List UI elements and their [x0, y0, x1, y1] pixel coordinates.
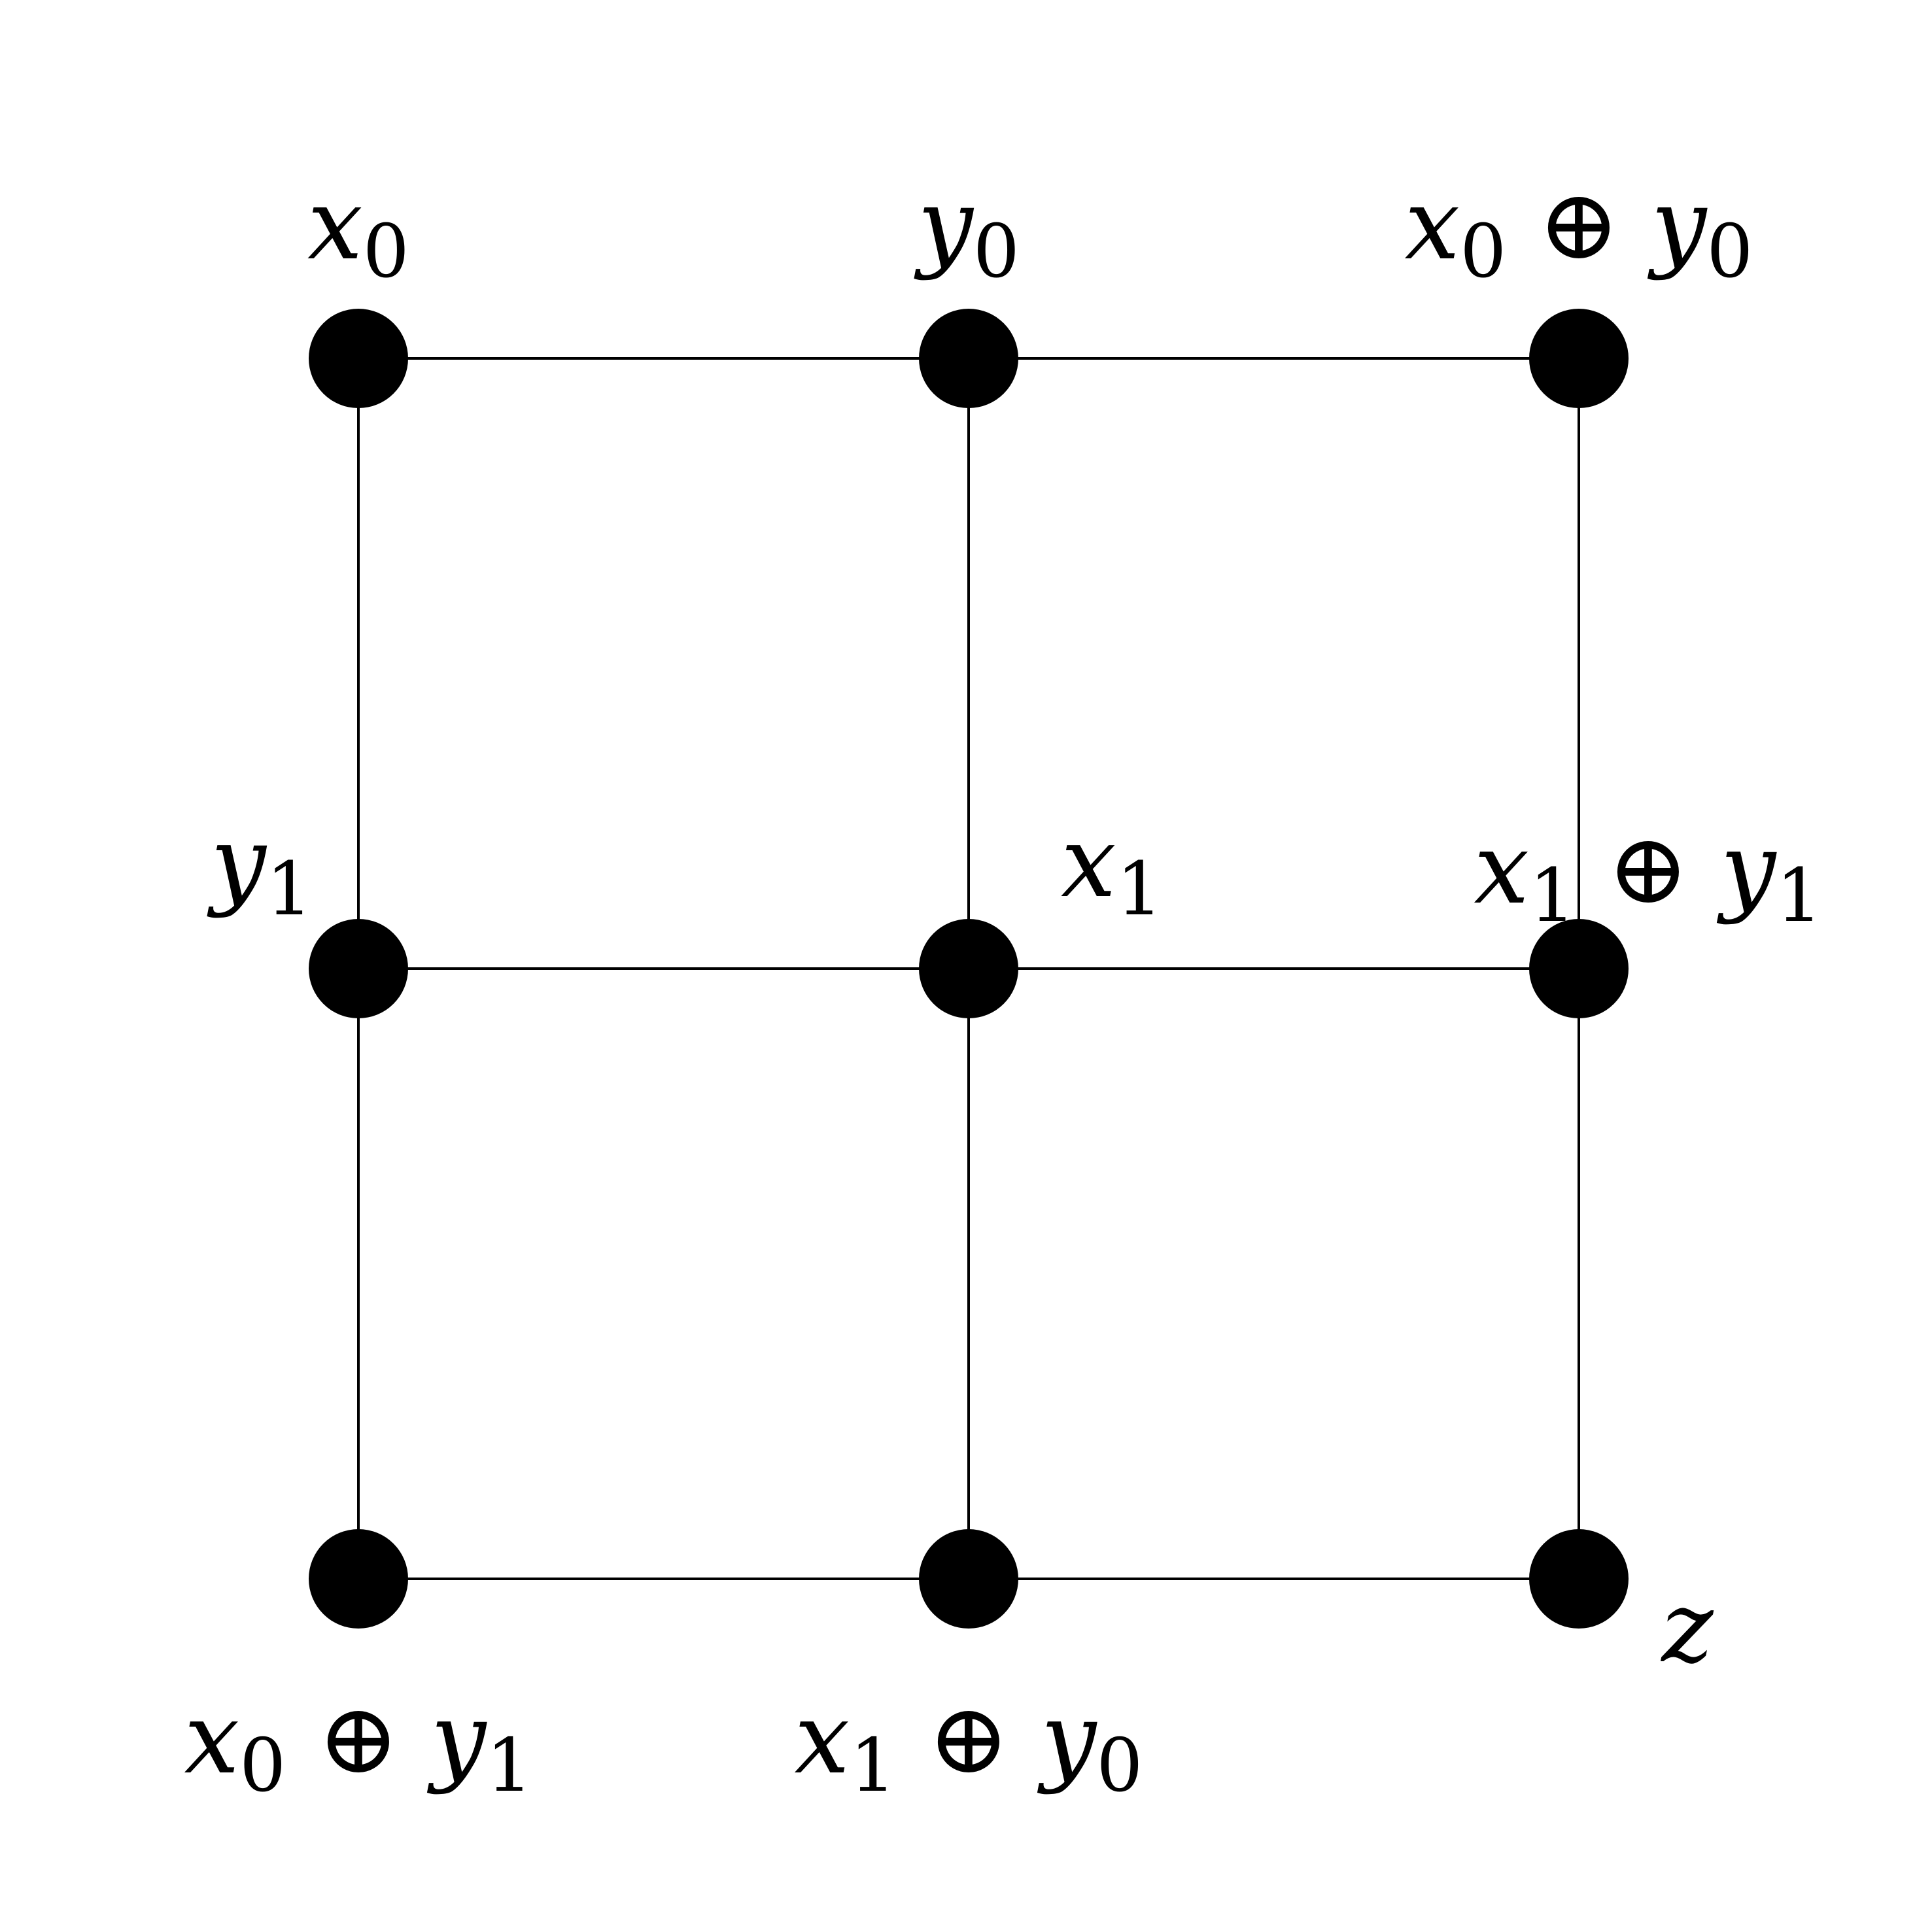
label-part: x: [1061, 806, 1116, 920]
label-part: x: [795, 1682, 850, 1796]
label-n12: x1 ⊕ y1: [1474, 812, 1823, 939]
label-part: x: [307, 168, 363, 282]
label-part: 0: [973, 209, 1020, 294]
node-n02: [1529, 309, 1629, 408]
label-part: 1: [486, 1723, 532, 1808]
node-n01: [919, 309, 1018, 408]
label-n02: x0 ⊕ y0: [1405, 168, 1753, 294]
label-part: x: [1474, 812, 1530, 926]
label-part: 0: [1096, 1723, 1143, 1808]
label-part: 0: [239, 1723, 286, 1808]
label-part: y: [426, 1682, 487, 1796]
label-part: x: [1405, 168, 1460, 282]
node-n21: [919, 1529, 1018, 1629]
label-part: ⊕: [1506, 168, 1651, 282]
label-n11: x1: [1061, 806, 1163, 932]
label-part: ⊕: [1576, 812, 1720, 926]
graph-nodes: [309, 309, 1629, 1629]
label-n00: x0: [307, 168, 409, 294]
label-part: 1: [1529, 854, 1576, 939]
node-n20: [309, 1529, 408, 1629]
label-part: ⊕: [286, 1682, 430, 1796]
label-part: 0: [1706, 209, 1753, 294]
label-part: y: [207, 806, 267, 920]
node-n00: [309, 309, 408, 408]
label-part: z: [1660, 1571, 1714, 1685]
label-n10: y1: [207, 806, 313, 932]
label-part: x: [184, 1682, 240, 1796]
label-part: y: [1647, 168, 1708, 282]
label-part: 1: [1776, 854, 1822, 939]
label-part: y: [1037, 1682, 1097, 1796]
label-n01: y0: [914, 168, 1020, 294]
label-part: 0: [363, 209, 409, 294]
label-part: y: [1716, 812, 1777, 926]
graph-edges: [357, 357, 1580, 1580]
label-part: 1: [266, 847, 313, 932]
node-n12: [1529, 919, 1629, 1018]
label-n22: z: [1660, 1571, 1714, 1685]
label-part: 1: [1116, 847, 1163, 932]
node-n11: [919, 919, 1018, 1018]
node-n22: [1529, 1529, 1629, 1629]
label-part: 1: [850, 1723, 896, 1808]
label-part: ⊕: [896, 1682, 1041, 1796]
node-n10: [309, 919, 408, 1018]
label-part: 0: [1460, 209, 1506, 294]
label-n21: x1 ⊕ y0: [795, 1682, 1143, 1808]
label-n20: x0 ⊕ y1: [184, 1682, 533, 1808]
label-part: y: [914, 168, 975, 282]
